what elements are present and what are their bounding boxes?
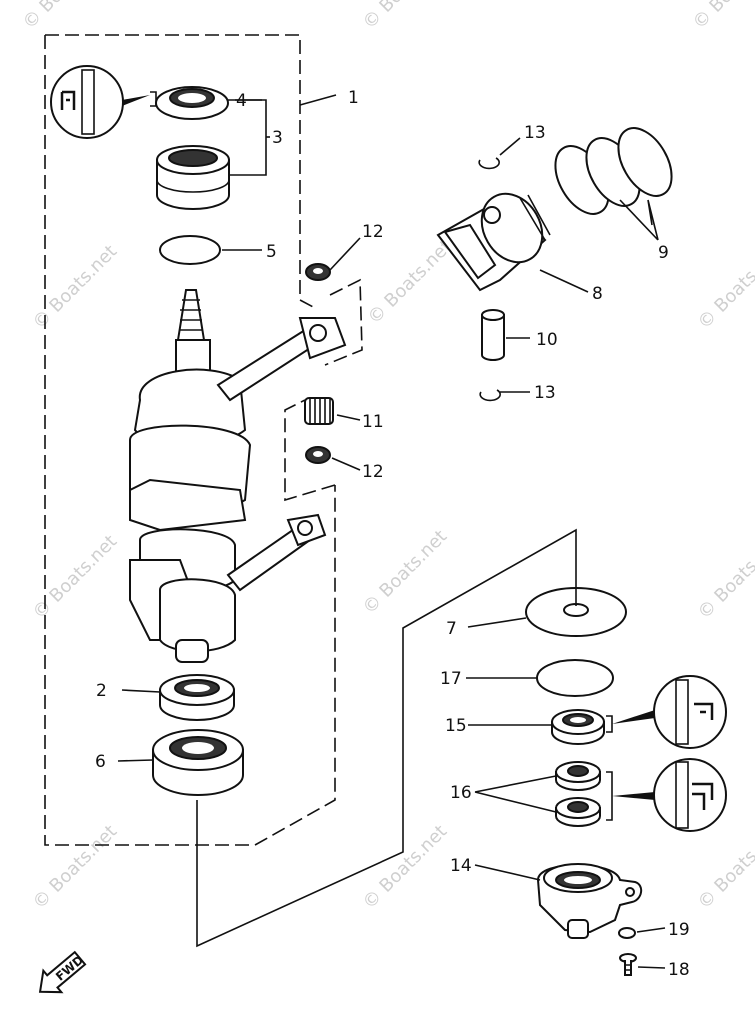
leader-lines — [117, 94, 666, 969]
part-housing-14 — [536, 863, 643, 939]
assembly-outline — [44, 34, 363, 846]
part-washer-19 — [618, 927, 636, 939]
watermark: © Boats.net — [29, 531, 121, 623]
part-piston-pin-10 — [481, 309, 505, 361]
callout-19: 19 — [668, 920, 690, 940]
part-oil-seal-4 — [155, 86, 229, 120]
seal-detail-callout-16 — [606, 758, 727, 832]
callout-11: 11 — [362, 412, 384, 432]
callout-labels: 1 2 3 4 5 6 7 8 9 10 11 12 12 13 13 14 1… — [95, 88, 690, 980]
watermark: © Boats.net — [694, 241, 755, 333]
seal-detail-callout-top — [50, 65, 157, 139]
part-bearing-6 — [152, 729, 244, 796]
callout-14: 14 — [450, 856, 472, 876]
part-washer-12-lower — [305, 446, 331, 464]
callout-9: 9 — [658, 243, 669, 263]
callout-8: 8 — [592, 284, 603, 304]
part-oil-seal-16-upper — [555, 761, 601, 791]
part-o-ring-17 — [536, 659, 614, 697]
part-circlip-13-lower — [479, 389, 501, 402]
part-bolt-18 — [619, 953, 637, 976]
watermark: © Boats.net — [359, 821, 451, 913]
part-washer-12-upper — [305, 263, 331, 281]
callout-6: 6 — [95, 752, 106, 772]
part-needle-bearing-11 — [304, 397, 334, 425]
callout-12-upper: 12 — [362, 222, 384, 242]
watermark: © Boats.net — [359, 0, 451, 34]
callout-2: 2 — [96, 681, 107, 701]
watermark: © Boats.net — [359, 526, 451, 618]
callout-12-lower: 12 — [362, 462, 384, 482]
callout-16: 16 — [450, 783, 472, 803]
callout-15: 15 — [445, 716, 467, 736]
callout-10: 10 — [536, 330, 558, 350]
callout-18: 18 — [668, 960, 690, 980]
callout-7: 7 — [446, 619, 457, 639]
watermark: © Boats.net — [694, 531, 755, 623]
part-oil-seal-16-lower — [555, 797, 601, 827]
watermark: © Boats.net — [364, 236, 456, 328]
watermark: © Boats.net — [19, 0, 111, 34]
watermark: © Boats.net — [29, 241, 121, 333]
crankshaft-drawing — [129, 289, 347, 663]
callout-5: 5 — [266, 242, 277, 262]
part-piston-8 — [436, 192, 551, 292]
part-oil-seal-2 — [159, 674, 235, 721]
part-circlip-13-upper — [478, 157, 500, 170]
callout-4: 4 — [236, 91, 247, 111]
watermark: © Boats.net — [29, 821, 121, 913]
fwd-arrow-icon: FWD — [38, 950, 87, 994]
callout-13-lower: 13 — [534, 383, 556, 403]
part-o-ring-5 — [159, 235, 221, 265]
callout-13-upper: 13 — [524, 123, 546, 143]
watermark: © Boats.net — [694, 821, 755, 913]
part-oil-seal-15 — [551, 709, 605, 745]
seal-detail-callout-15 — [606, 675, 727, 749]
part-bearing-3 — [156, 145, 230, 210]
watermark: © Boats.net — [689, 0, 755, 34]
callout-17: 17 — [440, 669, 462, 689]
callout-3: 3 — [272, 128, 283, 148]
callout-1: 1 — [348, 88, 359, 108]
part-piston-rings-9 — [554, 127, 673, 215]
